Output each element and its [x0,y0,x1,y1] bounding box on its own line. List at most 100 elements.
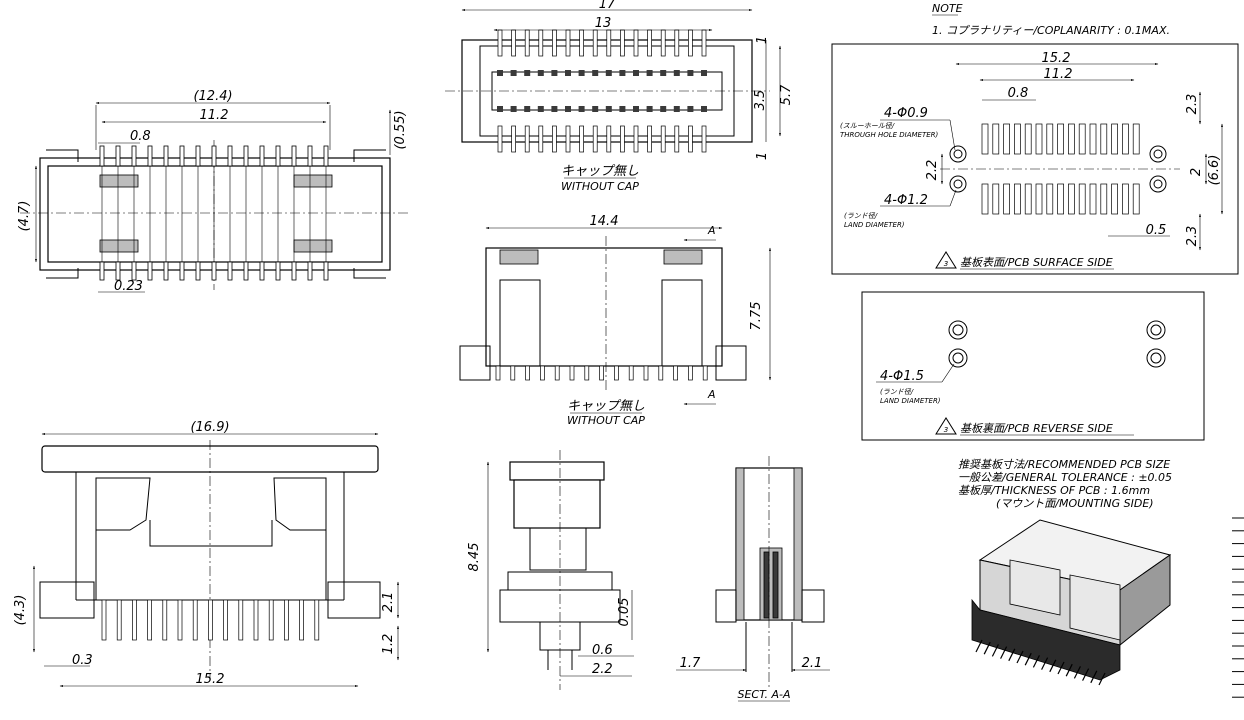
pin-lead [163,261,169,281]
pin-lead [291,145,297,167]
dim-5-7: 5.7 [779,84,794,105]
pin-lead [1032,655,1040,668]
side-view: 8.45 0.05 0.6 2.2 [467,450,634,690]
dim-4-3: (4.3) [13,595,28,626]
pcb-pad [981,183,989,215]
pin-contact [510,106,517,112]
pin-lead [115,261,121,281]
pin-contact [497,70,503,76]
pin-lead [1057,661,1065,675]
dim-8-45: 8.45 [467,543,482,572]
pin-lead [673,365,678,381]
dim-14-4: 14.4 [590,214,619,229]
pcb-dim-2: 2 [1189,168,1204,176]
pin-lead [101,599,107,641]
dim-3-5: 3.5 [753,90,768,111]
pin-lead [511,29,516,57]
pin-lead [614,365,619,381]
pin-lead [702,365,708,381]
pin-contact [565,70,571,76]
pcb-pad [1100,123,1108,155]
note-heading: NOTE [932,2,963,15]
pcb-pad [1003,183,1010,215]
top-view-pins [99,145,329,281]
pin-lead [579,29,584,57]
pin-lead [565,29,571,57]
top-view-posts [39,149,386,279]
pin-lead [147,261,153,281]
dim-0-8: 0.8 [130,129,151,144]
pin-lead [524,125,530,153]
pin-lead [633,125,639,153]
pin-lead [538,29,544,57]
dim-16-9: (16.9) [190,420,229,435]
pin-contact [660,106,667,112]
pin-lead [1008,648,1016,662]
pin-lead [701,29,707,57]
pin-lead [643,365,649,381]
pcb-pad [1057,123,1064,155]
pin-contact [673,106,680,112]
pcb-pad [1046,183,1054,215]
caption-front-without-cap-en: WITHOUT CAP [567,414,645,427]
pin-contact [619,106,626,112]
pin-lead [323,261,329,281]
pin-lead [259,145,265,167]
pin-lead [268,599,274,641]
pin-lead [606,125,612,153]
caption-front-without-cap-jp: キャップ無し [567,399,645,414]
pin-lead [565,125,571,153]
front-view-with-cap: (16.9) (4.3) 2.1 1.2 0.3 15.2 [13,420,400,688]
top-view-latch [99,239,139,253]
revision-triangle-icon [935,417,957,435]
pin-contact [605,106,612,112]
pcb-surface-title: 基板表面/PCB SURFACE SIDE [960,256,1113,269]
dim-1-2: 1.2 [381,634,396,655]
pin-lead [147,599,152,641]
pin-lead [227,261,233,281]
pin-lead [525,365,530,381]
pin-lead [701,125,707,153]
pcb-pad [1111,183,1118,215]
pcb-pad [1014,183,1021,215]
pin-lead [1065,663,1073,677]
pcb-pad [1122,123,1129,155]
dim-13: 13 [595,16,612,31]
pin-lead [243,145,249,167]
pin-contact [633,106,639,112]
pin-lead [131,145,137,167]
pcb-pad [1089,183,1097,215]
dim-15-2-bottom: 15.2 [196,672,225,687]
pcb-pad [1014,123,1021,155]
front-view-without-cap: 14.4 7.75 A A キャップ無し WITHOUT CAP [459,214,772,427]
pcb-land-desc-jp: (ランド径/ [844,212,878,220]
pin-lead [599,365,604,381]
caption-without-cap-en: WITHOUT CAP [561,180,639,193]
pin-lead [211,145,217,167]
pcb-pad [1122,183,1129,215]
pin-lead [674,29,680,57]
dim-2-1: 2.1 [381,592,396,613]
pin-lead [511,125,516,153]
pin-lead [1041,657,1049,670]
pin-lead [227,145,233,167]
pin-lead [243,261,249,281]
pin-lead [99,261,105,281]
pin-lead [299,599,304,641]
dim-11-2: 11.2 [200,108,229,123]
pin-lead [592,125,598,153]
pcb-dim-11-2: 11.2 [1044,67,1073,82]
pin-lead [688,125,693,153]
pcb-land-label: 4-Φ1.2 [884,193,928,208]
dim-2-1-sect: 2.1 [802,656,823,671]
edge-ticks [1232,517,1244,698]
pin-contact [646,106,653,112]
recommended-line4: (マウント面/MOUNTING SIDE) [996,497,1154,510]
pin-lead [253,599,259,641]
pin-lead [991,644,999,657]
pin-lead [314,599,320,641]
pin-contact [524,106,531,112]
pin-lead [179,261,185,281]
pin-contact [633,70,639,76]
pin-contact [592,70,599,76]
